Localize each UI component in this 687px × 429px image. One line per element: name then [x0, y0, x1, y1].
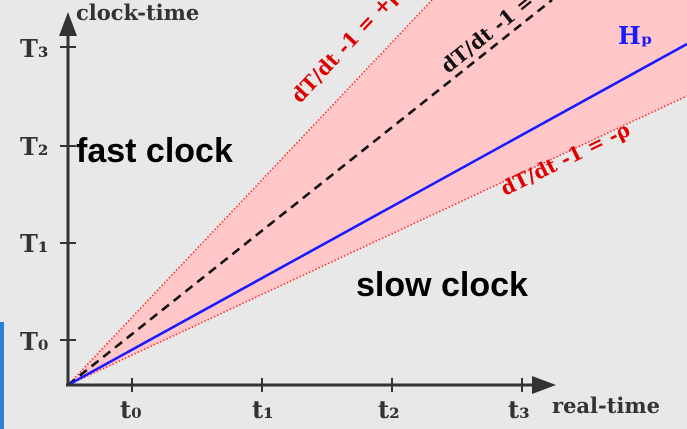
drift-band [68, 0, 687, 385]
y-axis-title: clock-time [76, 0, 199, 25]
y-tick-label-3: T₃ [20, 34, 48, 63]
y-tick-label-0: T₀ [20, 327, 48, 356]
x-tick-label-3: t₃ [508, 395, 530, 424]
x-axis-arrow [532, 376, 556, 394]
y-tick-label-1: T₁ [20, 229, 48, 258]
slow-clock-label: slow clock [356, 266, 528, 304]
x-tick-label-0: t₀ [120, 395, 142, 424]
clock-line-label: Hₚ [618, 21, 653, 50]
x-axis-title: real-time [552, 393, 660, 418]
x-tick-label-2: t₂ [378, 395, 400, 424]
upper-bound-line [67, 0, 433, 386]
x-tick-label-1: t₁ [252, 395, 274, 424]
ideal-line [67, 0, 553, 387]
fast-clock-label: fast clock [76, 132, 233, 170]
left-accent-bar [0, 322, 4, 429]
y-tick-label-2: T₂ [20, 132, 48, 161]
y-axis-arrow [59, 12, 77, 36]
clock-line [67, 42, 687, 387]
